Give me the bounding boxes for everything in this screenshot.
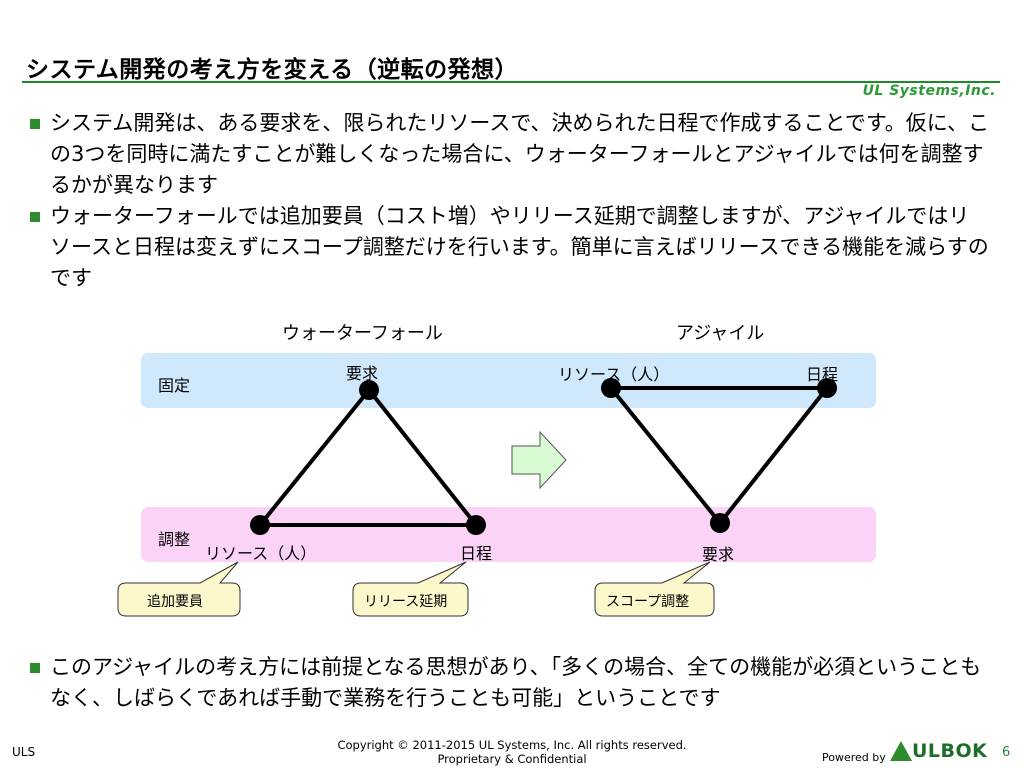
footer-copyright: Copyright © 2011-2015 UL Systems, Inc. A… [280, 738, 744, 766]
transition-arrow-icon [511, 430, 567, 490]
agile-requirement-label: 要求 [702, 545, 735, 564]
waterfall-schedule-label: 日程 [460, 544, 493, 563]
agile-title: アジャイル [676, 323, 765, 344]
bullet-item: このアジャイルの考え方には前提となる思想があり、「多くの場合、全ての機能が必須と… [30, 652, 990, 714]
agile-edge [609, 386, 722, 525]
page-number: 6 [1002, 745, 1011, 760]
bullet-item: ウォーターフォールでは追加要員（コスト増）やリリース延期で調整しますが、アジャイ… [30, 201, 990, 294]
agile-resource-node [601, 378, 621, 398]
bullet-square-icon [30, 663, 40, 673]
callout-bubble [594, 561, 715, 617]
agile-resource-label: リソース（人） [558, 365, 670, 384]
callout-bubble [352, 561, 469, 617]
waterfall-triangle [250, 380, 486, 535]
confidential-text: Proprietary & Confidential [437, 752, 587, 766]
agile-schedule-label: 日程 [806, 365, 839, 384]
bullet-text: システム開発は、ある要求を、限られたリソースで、決められた日程で作成することです… [50, 111, 990, 197]
callout-add-staff: 追加要員 [147, 594, 203, 610]
bullet-text: このアジャイルの考え方には前提となる思想があり、「多くの場合、全ての機能が必須と… [50, 655, 982, 710]
waterfall-requirement-label: 要求 [346, 364, 379, 383]
agile-edge [718, 386, 829, 525]
callout-bubble [117, 561, 241, 617]
brand-logo: UL Systems,Inc. [862, 83, 996, 99]
ulbok-logo: ULBOK [912, 740, 988, 762]
fixed-band [141, 353, 876, 408]
callout-scope-adjust: スコープ調整 [606, 594, 690, 610]
bullet-item: システム開発は、ある要求を、限られたリソースで、決められた日程で作成することです… [30, 108, 990, 201]
agile-triangle [601, 378, 837, 533]
copyright-text: Copyright © 2011-2015 UL Systems, Inc. A… [337, 738, 687, 752]
waterfall-schedule-node [466, 515, 486, 535]
waterfall-edge [258, 388, 371, 527]
agile-schedule-node [817, 378, 837, 398]
bullet-text: ウォーターフォールでは追加要員（コスト増）やリリース延期で調整しますが、アジャイ… [50, 204, 989, 290]
bullet-square-icon [30, 119, 40, 129]
title-divider [22, 81, 1000, 83]
waterfall-requirement-node [359, 380, 379, 400]
powered-by-text: Powered by [822, 751, 886, 764]
bullet-square-icon [30, 212, 40, 222]
page-title: システム開発の考え方を変える（逆転の発想） [26, 57, 519, 83]
waterfall-edge [367, 388, 478, 527]
callout-release-delay: リリース延期 [364, 594, 448, 610]
agile-requirement-node [710, 513, 730, 533]
waterfall-resource-label: リソース（人） [205, 544, 317, 563]
footer-company-abbr: ULS [12, 745, 36, 759]
waterfall-resource-node [250, 515, 270, 535]
adjust-band-label: 調整 [158, 530, 191, 549]
ulbok-logo-icon [890, 741, 912, 761]
waterfall-title: ウォーターフォール [282, 323, 443, 344]
fixed-band-label: 固定 [158, 376, 191, 395]
